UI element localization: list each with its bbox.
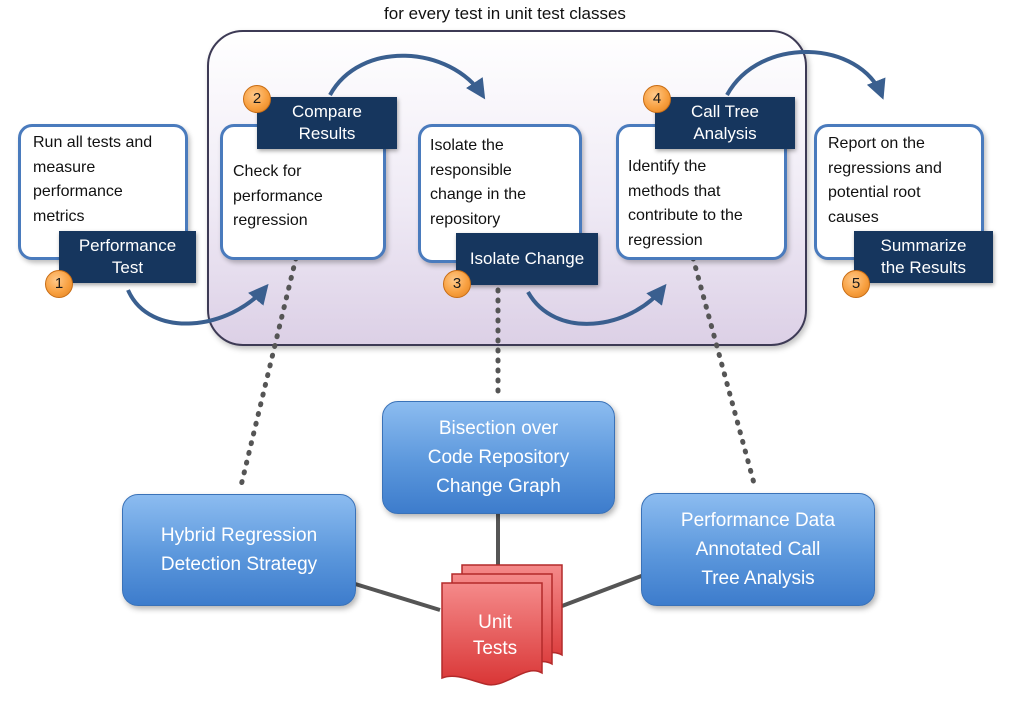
technique-hybrid-regression-detection: Hybrid Regression Detection Strategy — [122, 494, 356, 606]
connector-hybrid-to-unit-tests — [351, 581, 441, 612]
step-1-number-badge: 1 — [45, 270, 73, 298]
step-2-number-badge: 2 — [243, 85, 271, 113]
dotted-compare-to-hybrid — [237, 255, 299, 493]
step-4-description: Identify the methods that contribute to … — [628, 158, 743, 249]
step-2-description: Check for performance regression — [233, 163, 323, 229]
step-3-number-badge: 3 — [443, 270, 471, 298]
dotted-calltree-to-performance — [690, 255, 758, 490]
step-3-description: Isolate the responsible change in the re… — [430, 137, 527, 228]
step-1-label: Performance Test — [59, 231, 196, 283]
step-1-description: Run all tests and measure performance me… — [33, 134, 153, 225]
arrow-step3-to-step4 — [526, 283, 667, 326]
arrow-step4-to-step5 — [725, 50, 886, 100]
unit-tests-label: Unit Tests — [472, 612, 518, 659]
arrow-step1-to-step2 — [126, 283, 269, 326]
technique-bisection: Bisection over Code Repository Change Gr… — [382, 401, 615, 514]
technique-bisection-label: Bisection over Code Repository Change Gr… — [427, 418, 570, 497]
arrow-step2-to-step3 — [328, 53, 486, 100]
unit-tests-doc-front — [441, 582, 543, 686]
step-3-label: Isolate Change — [456, 233, 598, 285]
step-4-number-badge: 4 — [643, 85, 671, 113]
step-2-label: Compare Results — [257, 97, 397, 149]
connector-calltree-to-unit-tests — [561, 573, 645, 608]
step-5-number-badge: 5 — [842, 270, 870, 298]
step-5-description: Report on the regressions and potential … — [828, 135, 942, 226]
step-5-label: Summarize the Results — [854, 231, 993, 283]
step-4-label: Call Tree Analysis — [655, 97, 795, 149]
loop-title: for every test in unit test classes — [384, 4, 626, 23]
technique-hybrid-label: Hybrid Regression Detection Strategy — [160, 525, 318, 575]
technique-calltree-label: Performance Data Annotated Call Tree Ana… — [680, 510, 836, 589]
technique-call-tree-analysis: Performance Data Annotated Call Tree Ana… — [641, 493, 875, 606]
